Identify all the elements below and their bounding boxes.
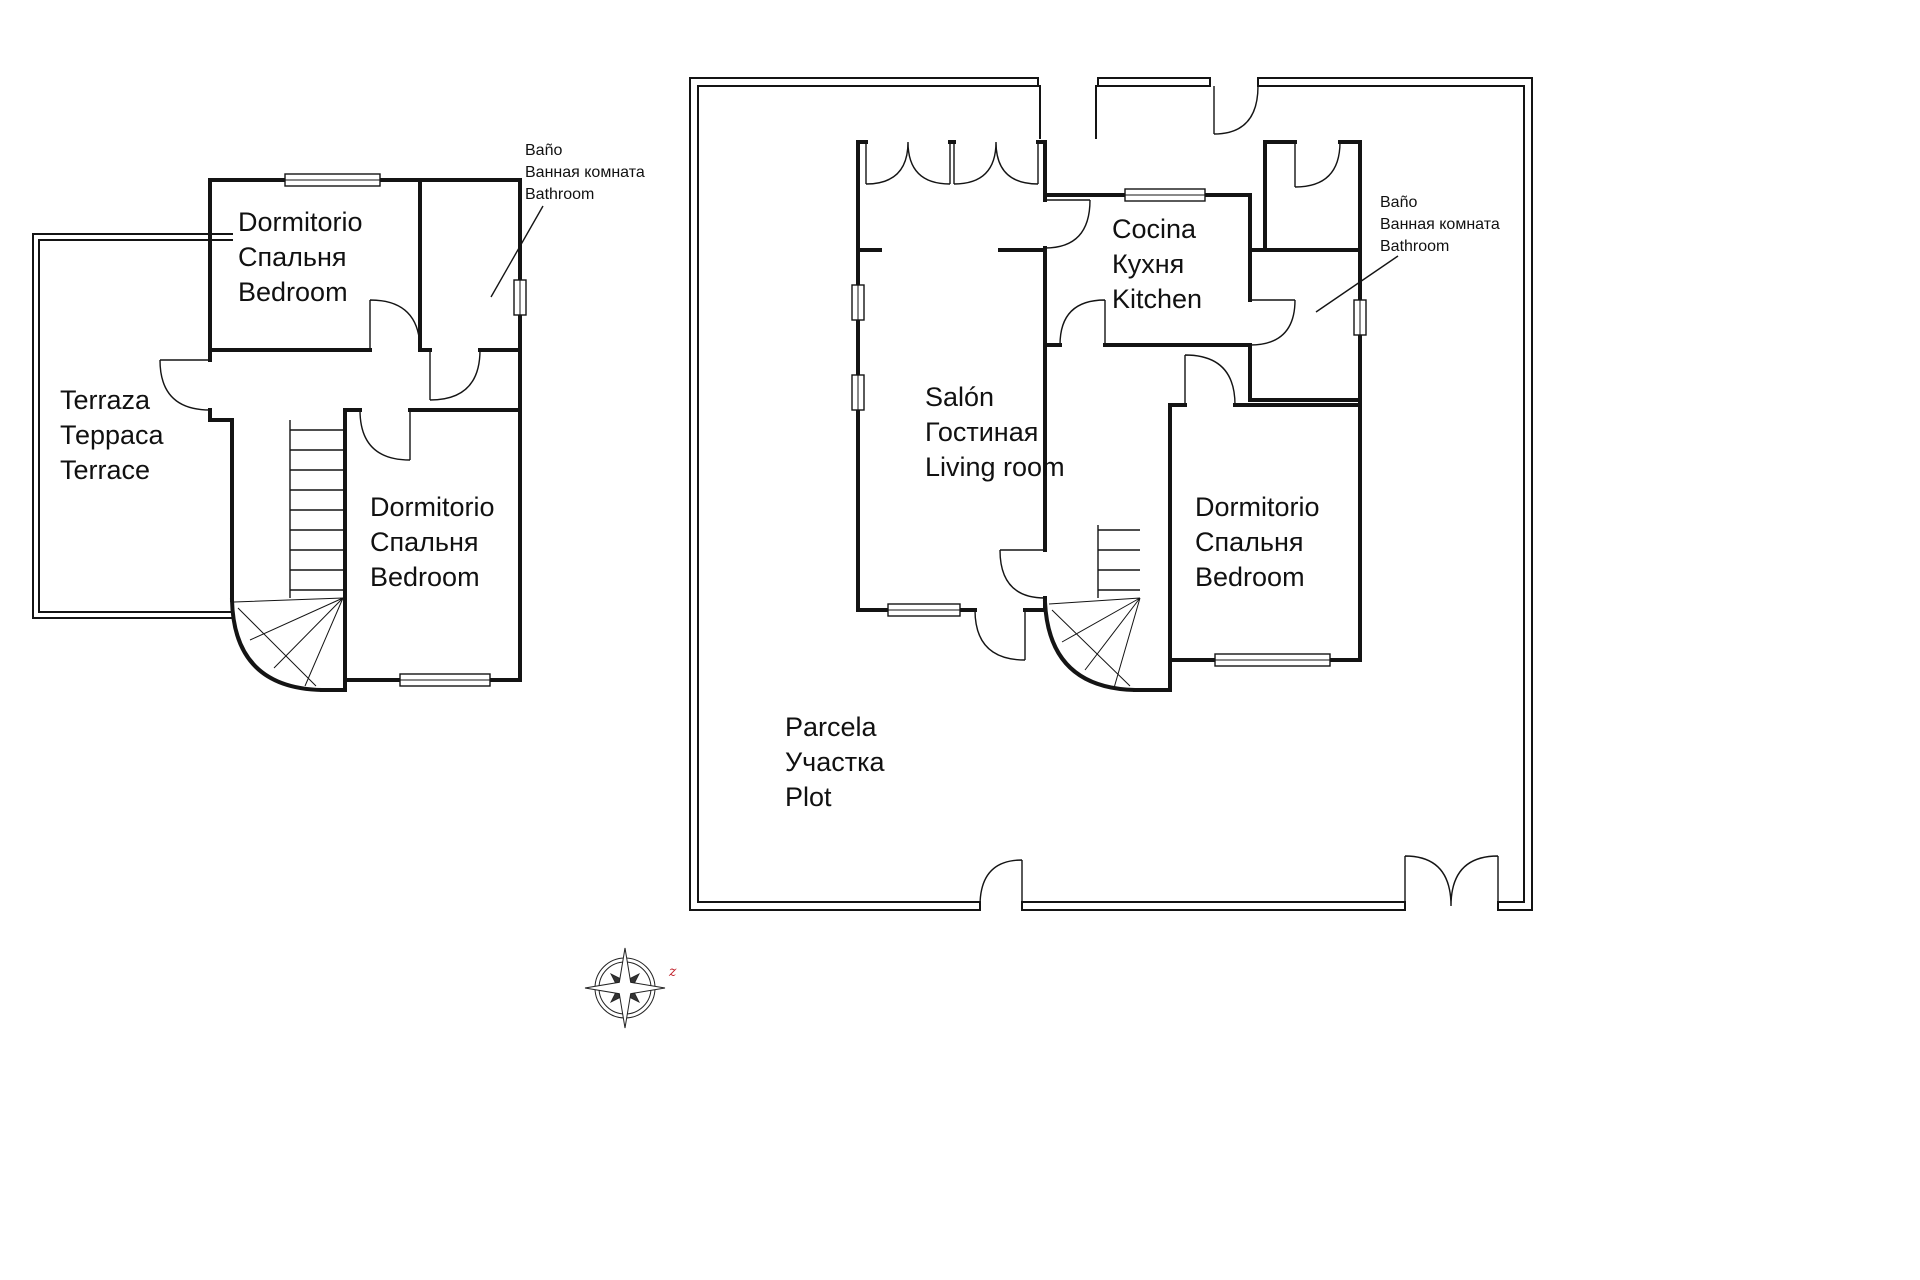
label-bathroom-upper-note: Baño Ванная комната Bathroom [525, 140, 645, 206]
label-kitchen: Cocina Кухня Kitchen [1112, 212, 1202, 317]
label-terrace-en: Terrace [60, 455, 151, 485]
label-living-room-es: Salón [925, 382, 995, 412]
label-bedroom-ground-en: Bedroom [1195, 562, 1305, 592]
label-living-room: Salón Гостиная Living room [925, 380, 1065, 485]
label-bedroom-upper-top-en: Bedroom [238, 277, 348, 307]
label-bedroom-upper-bottom-en: Bedroom [370, 562, 480, 592]
entry-path-walls [1039, 85, 1097, 139]
label-plot-en: Plot [785, 782, 832, 812]
upper-bathroom-leader-line [490, 205, 544, 298]
label-bathroom-ground-en: Bathroom [1380, 238, 1450, 255]
upper-stair-curved-wall [229, 597, 325, 693]
label-bedroom-ground-ru: Спальня [1195, 527, 1304, 557]
label-bedroom-upper-top-es: Dormitorio [238, 207, 363, 237]
label-plot-es: Parcela [785, 712, 877, 742]
label-bathroom-upper-es: Baño [525, 142, 563, 159]
label-living-room-en: Living room [925, 452, 1065, 482]
label-kitchen-es: Cocina [1112, 214, 1197, 244]
label-terrace: Terraza Терраса Terrace [60, 383, 164, 488]
label-bathroom-ground-note: Baño Ванная комната Bathroom [1380, 192, 1500, 258]
label-bathroom-upper-en: Bathroom [525, 186, 595, 203]
ground-bathroom-leader-line [1315, 255, 1399, 313]
label-bedroom-ground-es: Dormitorio [1195, 492, 1320, 522]
label-bedroom-upper-top-ru: Спальня [238, 242, 347, 272]
upper-windows [284, 173, 527, 687]
label-bedroom-upper-bottom: Dormitorio Спальня Bedroom [370, 490, 495, 595]
label-living-room-ru: Гостиная [925, 417, 1039, 447]
label-bedroom-upper-bottom-es: Dormitorio [370, 492, 495, 522]
compass-cardinal-star [584, 947, 666, 1029]
upper-walls [208, 178, 522, 692]
label-bedroom-ground: Dormitorio Спальня Bedroom [1195, 490, 1320, 595]
label-kitchen-en: Kitchen [1112, 284, 1203, 314]
label-terrace-es: Terraza [60, 385, 151, 415]
label-bathroom-ground-ru: Ванная комната [1380, 216, 1500, 233]
ground-windows [851, 188, 1367, 667]
label-plot-ru: Участка [785, 747, 885, 777]
label-bedroom-upper-top: Dormitorio Спальня Bedroom [238, 205, 363, 310]
ground-stairs [1048, 525, 1141, 689]
upper-stairs [233, 420, 344, 687]
upper-floor-plan [32, 173, 544, 693]
label-bathroom-upper-ru: Ванная комната [525, 164, 645, 181]
compass-north-mark: z [668, 964, 677, 980]
label-bathroom-ground-es: Baño [1380, 194, 1418, 211]
ground-doors [865, 85, 1499, 907]
ground-floor-plan [689, 77, 1533, 911]
label-terrace-ru: Терраса [60, 420, 164, 450]
compass-rose: z [584, 947, 677, 1029]
terrace-walls [32, 233, 233, 619]
upper-doors [159, 299, 481, 461]
label-bedroom-upper-bottom-ru: Спальня [370, 527, 479, 557]
ground-stair-curved-wall [1042, 599, 1138, 693]
label-kitchen-ru: Кухня [1112, 249, 1185, 279]
label-plot: Parcela Участка Plot [785, 710, 885, 815]
